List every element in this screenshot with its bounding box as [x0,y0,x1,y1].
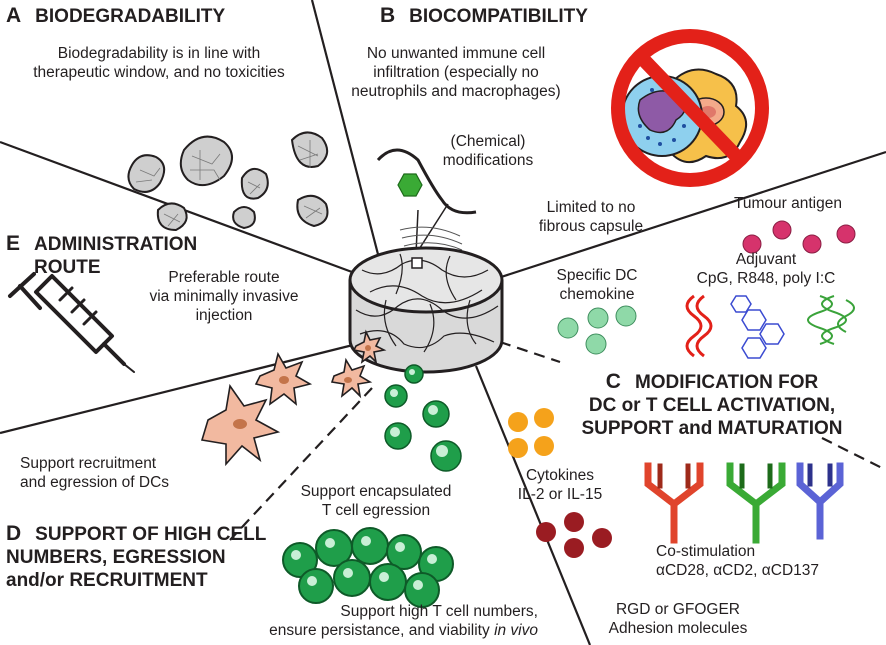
section-c-letter: C [605,370,621,393]
biocompatibility-text-line: neutrophils and macrophages) [351,83,561,100]
t-cell-cluster-icon [282,527,454,608]
label-line: Adjuvant [735,251,797,268]
label-line: IL-2 or IL-15 [517,486,603,503]
section-b-title: BIOCOMPATIBILITY [409,6,588,27]
chemical-modifications-label: (Chemical) modifications [428,132,548,170]
biodegradability-text: Biodegradability is in line with therape… [14,44,304,82]
degraded-fragments [127,131,329,232]
antibody-icon [644,462,844,544]
label-line: modifications [442,152,534,169]
dc-recruitment-text: Support recruitment and egression of DCs [20,454,169,492]
label-line: Adhesion molecules [608,620,748,637]
hydrogel-scaffold-icon [348,246,504,374]
section-d-letter: D [6,522,22,545]
label-line: Support encapsulated [300,483,452,500]
section-d-title-line: NUMBERS, EGRESSION [6,547,226,568]
chemokine-label: Specific DC chemokine [542,266,652,304]
cytokine-icon [508,408,554,458]
section-c-title: MODIFICATION FOR [634,372,819,393]
label-line: (Chemical) [450,133,526,150]
label-line: Support recruitment [20,455,157,472]
tcell-egression-text: Support encapsulated T cell egression [286,482,466,520]
biocompatibility-text-line: No unwanted immune cell [366,45,546,62]
no-entry-icon [611,29,769,187]
section-a-title: BIODEGRADABILITY [35,6,226,27]
label-line: CpG, R848, poly I:C [696,270,836,287]
biocompatibility-text-line: infiltration (especially no [373,64,539,81]
section-b-heading: B BIOCOMPATIBILITY [380,4,588,28]
section-e-heading: E ADMINISTRATION ROUTE [6,232,197,279]
in-vivo-label: in vivo [494,622,538,639]
section-a-heading: A BIODEGRADABILITY [6,4,225,28]
biodegradability-text-line: Biodegradability is in line with [57,45,261,62]
section-c-heading: C MODIFICATION FOR DC or T CELL ACTIVATIO… [564,370,860,440]
section-d-title: SUPPORT OF HIGH CELL [35,524,267,545]
section-d-title-line: and/or RECRUITMENT [6,570,208,591]
biodegradability-text-line: therapeutic window, and no toxicities [33,64,285,81]
biocompatibility-text: No unwanted immune cell infiltration (es… [336,44,576,101]
section-b-letter: B [380,4,396,27]
syringe-icon [8,272,135,373]
fibrous-capsule-label: Limited to no fibrous capsule [526,198,656,236]
route-text: Preferable route via minimally invasive … [124,268,324,325]
label-line: Preferable route [168,269,280,286]
label-line: Specific DC [556,267,638,284]
costimulation-label: Co-stimulation αCD28, αCD2, αCD137 [656,542,819,580]
label-line: injection [195,307,253,324]
label-line: Support high T cell numbers, [340,603,538,620]
label-line: RGD or GFOGER [615,601,740,618]
cytokines-label: Cytokines IL-2 or IL-15 [500,466,620,504]
tumour-antigen-label: Tumour antigen [734,195,842,212]
chemical-modification-icon [376,148,477,255]
adhesion-label: RGD or GFOGER Adhesion molecules [588,600,768,638]
label-line: ensure persistance, and viability [269,622,490,639]
high-tcell-text: Support high T cell numbers, ensure pers… [268,602,538,640]
label-line: T cell egression [321,502,431,519]
label-line: Cytokines [525,467,595,484]
section-e-title-line: ROUTE [34,257,101,278]
label-line: chemokine [559,286,635,303]
section-e-letter: E [6,232,21,255]
label-line: and egression of DCs [20,474,170,491]
adhesion-molecule-icon [536,512,612,558]
t-cell-icon [384,364,462,472]
section-a-letter: A [6,4,22,27]
tumour-antigen-icon [742,220,856,254]
label-line: Co-stimulation [656,543,756,560]
label-line: via minimally invasive [149,288,299,305]
adjuvant-label: Adjuvant CpG, R848, poly I:C [668,250,864,288]
section-e-title: ADMINISTRATION [34,234,198,255]
label-line: fibrous capsule [538,218,644,235]
label-line: Limited to no [546,199,636,216]
chemokine-icon [557,305,637,355]
section-c-title-line: SUPPORT and MATURATION [581,418,843,439]
section-c-title-line: DC or T CELL ACTIVATION, [588,395,836,416]
label-line: αCD28, αCD2, αCD137 [656,562,819,579]
adjuvant-icon [685,294,855,359]
section-d-heading: D SUPPORT OF HIGH CELL NUMBERS, EGRESSION… [6,522,266,592]
dendritic-cell-icon [200,329,387,467]
